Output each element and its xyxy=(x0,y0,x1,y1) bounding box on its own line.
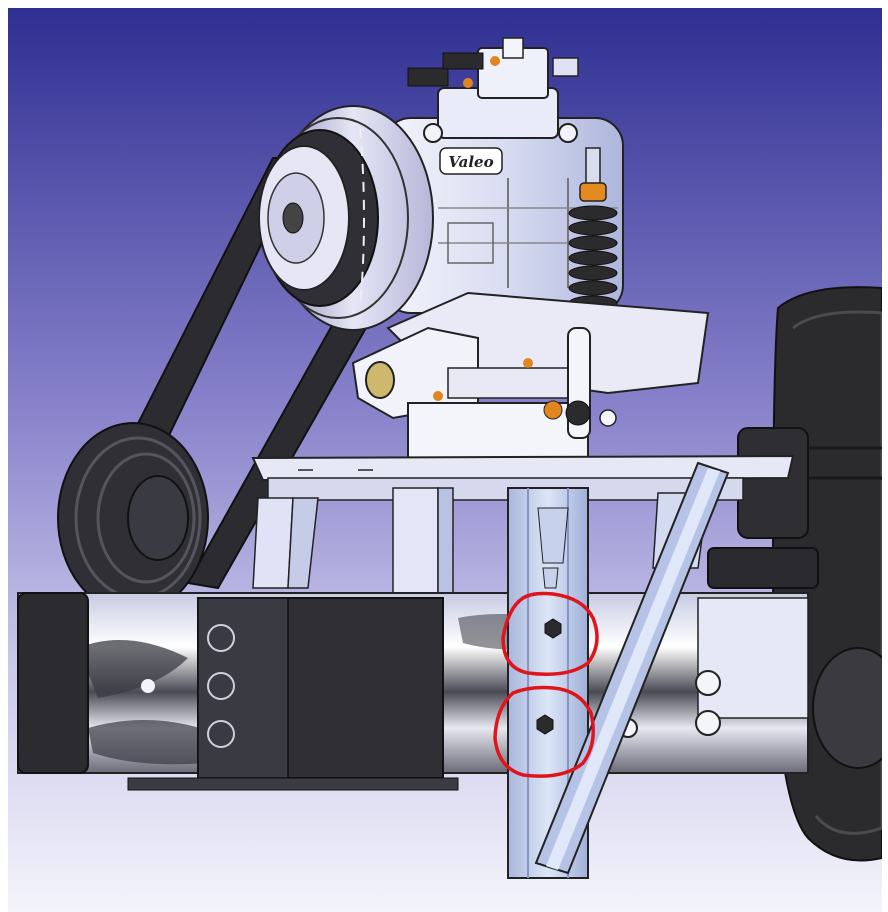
lower-bolt-callout xyxy=(493,685,595,778)
frame-rail xyxy=(17,592,809,791)
callouts xyxy=(493,591,599,778)
upper-bolt-callout xyxy=(501,591,599,676)
cad-viewport: Valeo xyxy=(8,8,882,912)
lower-pulley xyxy=(57,422,209,614)
strut-bolts xyxy=(536,618,562,735)
cad-scene: Valeo xyxy=(8,8,882,912)
support-plate xyxy=(251,454,795,501)
mounting-bracket xyxy=(351,291,710,459)
compressor-logo: Valeo xyxy=(448,153,493,171)
diagonal-brace xyxy=(534,461,730,875)
ac-compressor: Valeo xyxy=(382,37,624,314)
compressor-pulley xyxy=(258,105,434,331)
